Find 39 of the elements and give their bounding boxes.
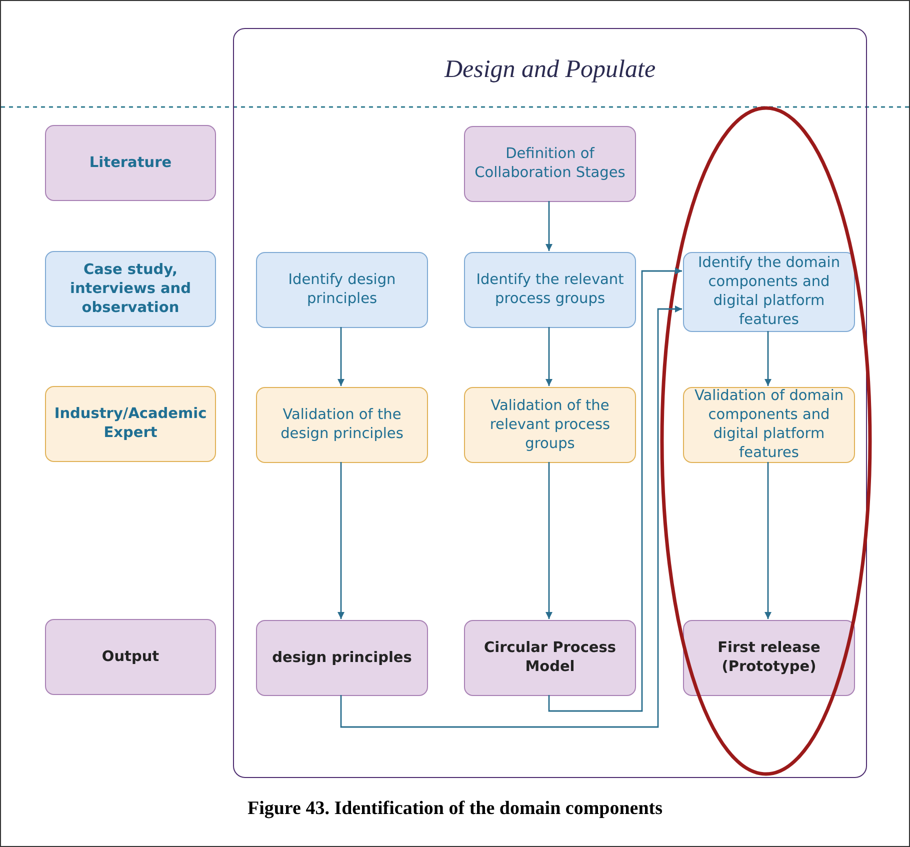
process-box (256, 387, 428, 463)
box-label: Identify the relevant process groups (475, 271, 625, 309)
frame-title: Design and Populate (443, 55, 657, 85)
box-label: Circular Process Model (482, 639, 618, 677)
box-label: Definition of Collaboration Stages (474, 145, 626, 183)
process-box (683, 252, 855, 332)
figure-caption: Figure 43. Identification of the domain components (246, 798, 664, 820)
arrow (340, 306, 682, 728)
process-box (256, 252, 428, 328)
source-box (45, 251, 216, 327)
source-box (45, 125, 216, 201)
box-label: Output (102, 648, 160, 666)
process-box (256, 620, 428, 696)
box-label: design principles (272, 648, 412, 668)
process-box (464, 126, 636, 202)
phase-frame (233, 28, 867, 778)
box-label: First release (Prototype) (716, 639, 822, 677)
arrow (764, 462, 772, 619)
arrow (338, 462, 344, 619)
arrow (546, 327, 552, 386)
process-box (464, 252, 636, 328)
process-box (464, 620, 636, 696)
arrow (546, 201, 552, 251)
box-label: Literature (89, 154, 172, 172)
box-label: Identify the domain components and digital platform features (696, 254, 842, 330)
box-label: Industry/Academic Expert (53, 405, 208, 443)
arrow (338, 327, 344, 386)
box-label: Validation of the design principles (280, 406, 404, 444)
process-box (683, 620, 855, 696)
box-label: Identify design principles (287, 271, 397, 309)
arrow (548, 268, 682, 712)
box-label: Validation of the relevant process groups (488, 396, 612, 454)
source-box (45, 619, 216, 695)
arrow (764, 331, 772, 386)
source-box (45, 386, 216, 462)
arrow (546, 462, 552, 619)
box-label: Validation of domain components and digital platform features (693, 387, 845, 463)
process-box (464, 387, 636, 463)
box-label: Case study, interviews and observation (68, 260, 192, 318)
